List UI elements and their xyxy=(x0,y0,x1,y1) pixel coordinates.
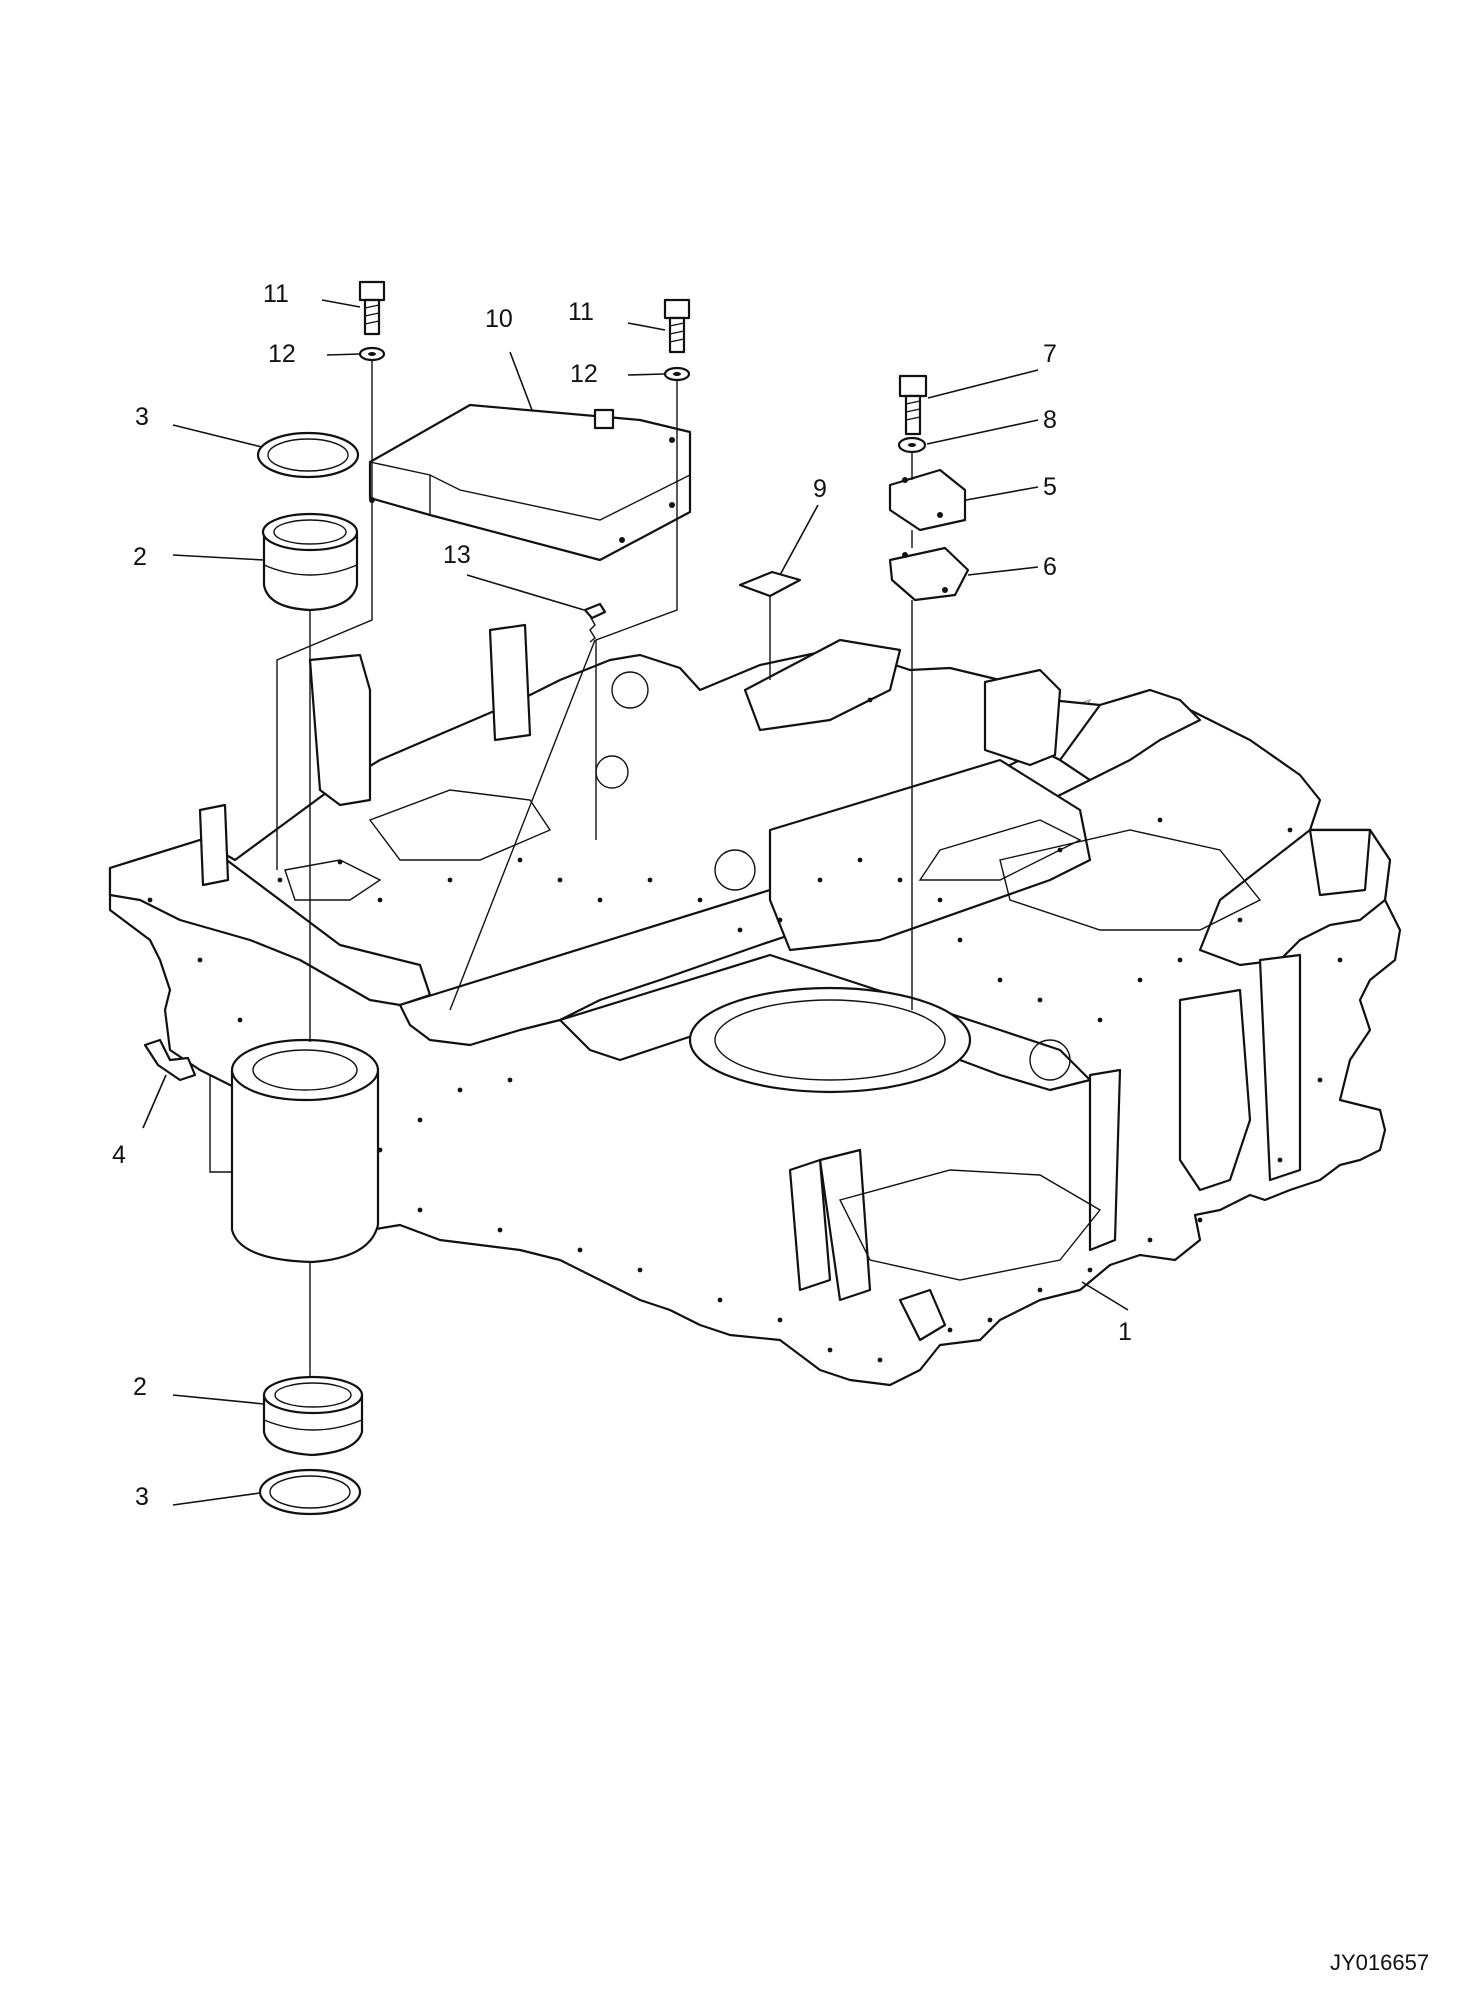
bushing-bottom xyxy=(262,1375,364,1457)
callout-1: 1 xyxy=(1118,1318,1132,1346)
o-ring-bottom xyxy=(258,1468,362,1516)
callout-12-center: 12 xyxy=(570,360,598,388)
drawing-id: JY016657 xyxy=(1330,1950,1429,1975)
bolt-right xyxy=(898,374,928,436)
washer-left xyxy=(358,346,386,362)
washer-right xyxy=(897,436,927,454)
callout-5: 5 xyxy=(1043,473,1057,501)
callout-2-top: 2 xyxy=(133,543,147,571)
grease-fitting xyxy=(143,1038,197,1082)
swing-post-housing xyxy=(230,1038,380,1264)
callout-12-left: 12 xyxy=(268,340,296,368)
washer-center xyxy=(663,366,691,382)
cover-plate xyxy=(368,403,692,562)
bushing-top xyxy=(261,512,359,612)
screw xyxy=(583,602,607,643)
callout-4: 4 xyxy=(112,1141,126,1169)
leader-lines xyxy=(142,299,1129,1506)
callout-13: 13 xyxy=(443,541,471,569)
bolt-center xyxy=(663,298,691,354)
callout-labels: 1 2 2 3 3 4 5 6 7 8 9 10 11 11 12 12 13 xyxy=(112,280,1132,1511)
callout-3-top: 3 xyxy=(135,403,149,431)
frame-bolt-holes xyxy=(147,697,1343,1363)
plate-gasket xyxy=(888,546,970,602)
callout-11-left: 11 xyxy=(263,280,289,308)
callout-2-bottom: 2 xyxy=(133,1373,147,1401)
o-ring-top xyxy=(256,431,360,479)
callout-7: 7 xyxy=(1043,340,1057,368)
upper-frame xyxy=(108,623,1402,1387)
callout-9: 9 xyxy=(813,475,827,503)
callout-10: 10 xyxy=(485,305,513,333)
callout-8: 8 xyxy=(1043,406,1057,434)
rubber-pad xyxy=(738,570,802,598)
callout-6: 6 xyxy=(1043,553,1057,581)
callout-3-bottom: 3 xyxy=(135,1483,149,1511)
assembly-lines xyxy=(209,360,913,1376)
callout-11-center: 11 xyxy=(568,298,594,326)
plate-cover xyxy=(888,468,967,532)
bolt-left xyxy=(358,280,386,336)
